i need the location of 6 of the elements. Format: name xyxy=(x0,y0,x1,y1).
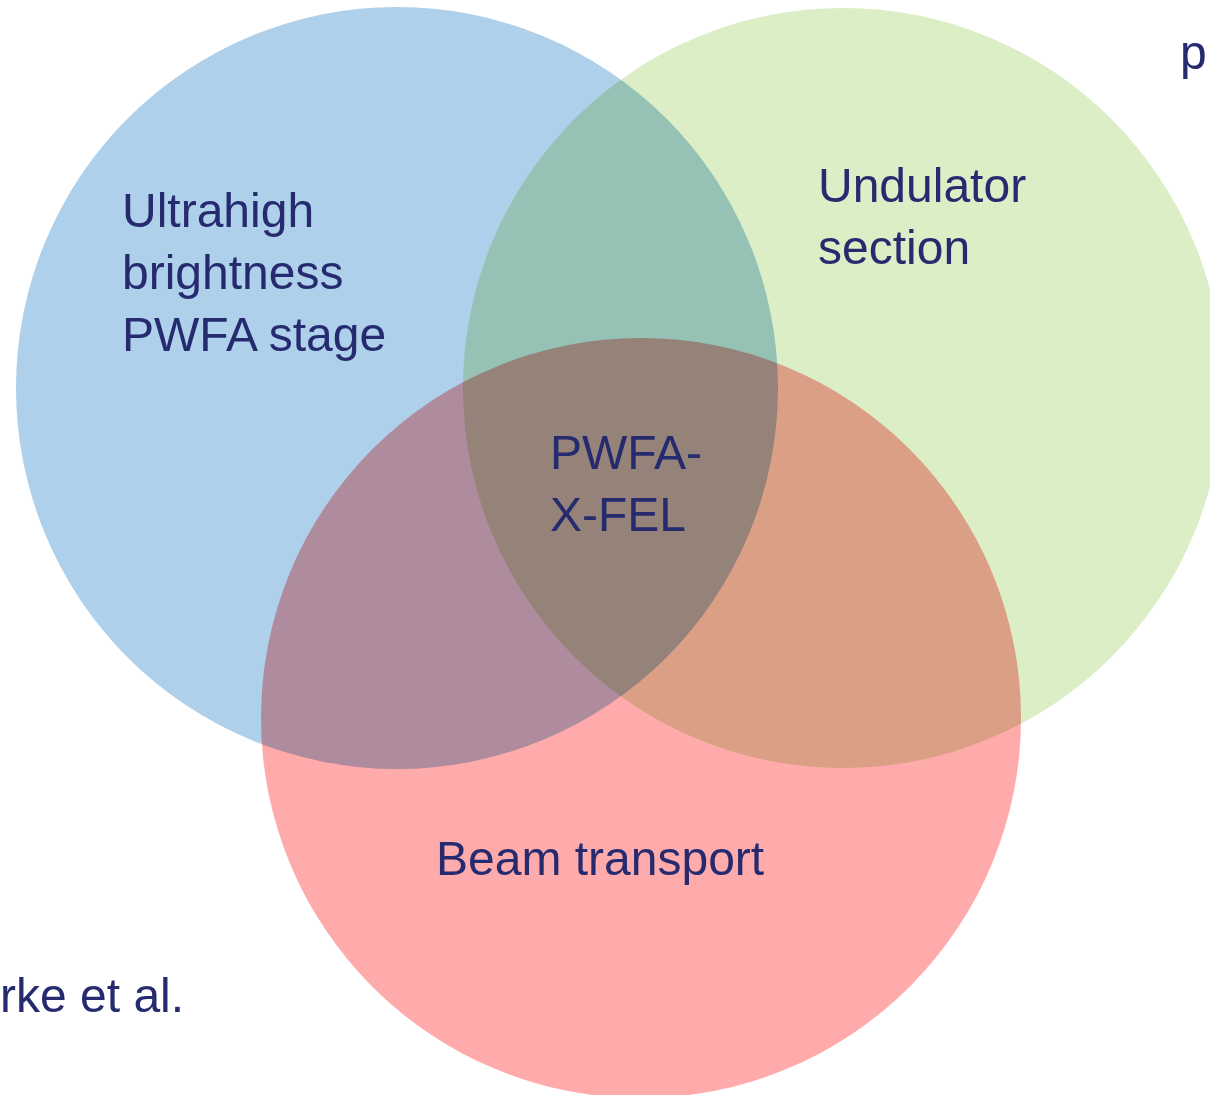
circle-label: Beam transport xyxy=(436,831,766,887)
circle-label: Ultrahigh brightness PWFA stage xyxy=(122,183,388,363)
overlap-label: PWFA- X-FEL xyxy=(550,425,703,543)
citation-text: rke et al. xyxy=(0,968,185,1024)
cropped-text: pl xyxy=(1180,25,1210,81)
circle-label: Undulator section xyxy=(818,158,1028,276)
